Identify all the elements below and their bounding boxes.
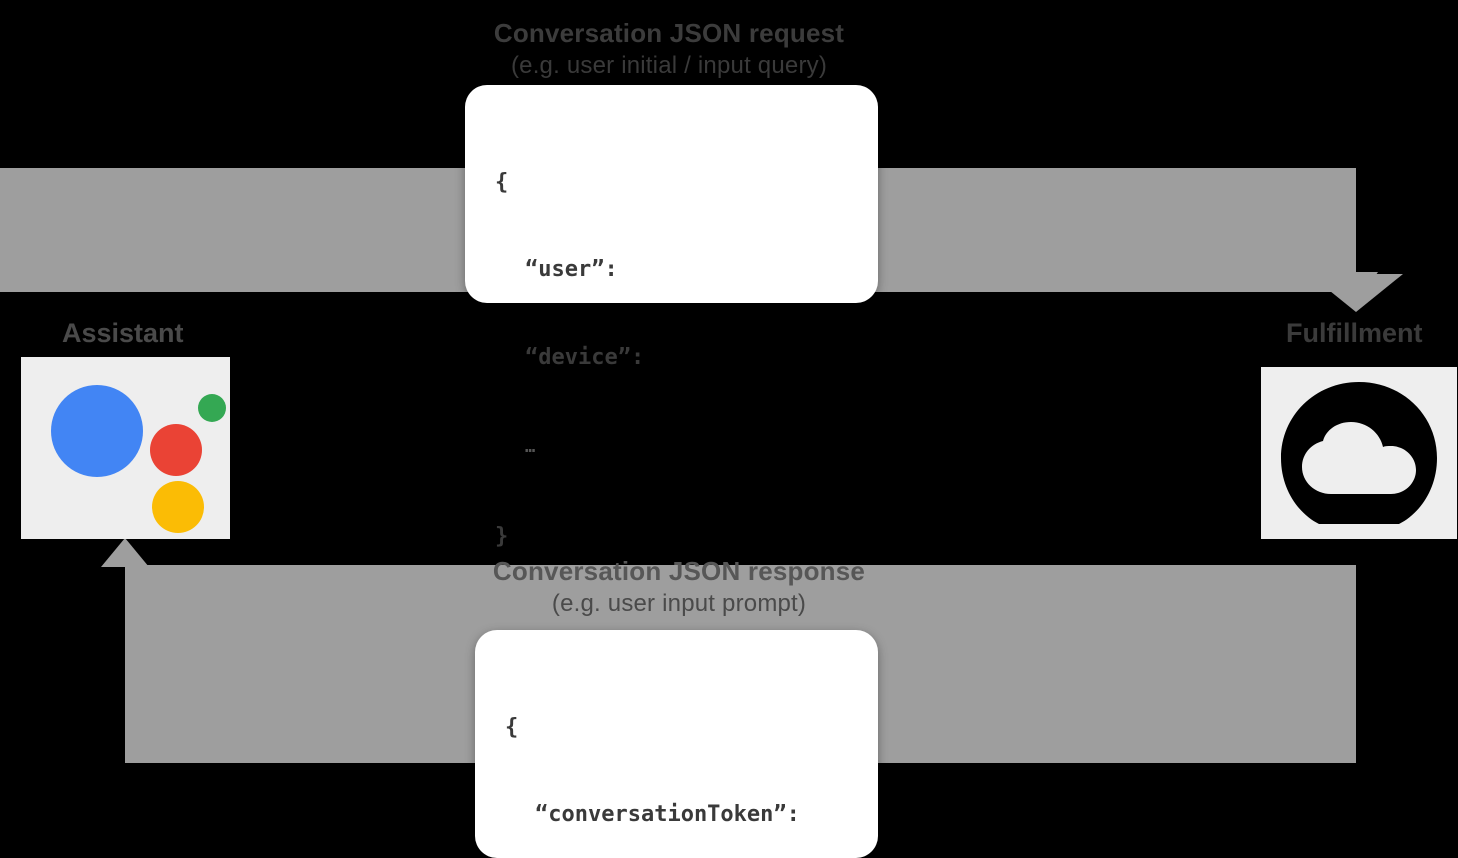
top-flow-label: Conversation JSON request (e.g. user ini… (329, 18, 1009, 80)
json-line: “device”: (525, 345, 645, 370)
fulfillment-node[interactable] (1261, 367, 1457, 539)
cloud-functions-icon (1281, 382, 1437, 524)
assistant-caption: Assistant (62, 318, 184, 348)
assistant-node[interactable] (21, 357, 230, 539)
assistant-dot-green (197, 394, 226, 422)
json-line: { (495, 169, 509, 195)
assistant-dot-blue (50, 385, 143, 477)
assistant-dot-red (149, 424, 202, 476)
json-line: “user”: (525, 257, 618, 283)
top-flow-title: Conversation JSON request (493, 18, 845, 48)
bottom-flow-subtitle: (e.g. user input prompt) (551, 589, 807, 617)
bottom-flow-title: Conversation JSON response (492, 556, 866, 586)
json-line: “conversationToken”: (535, 802, 800, 828)
assistant-dot-yellow (151, 481, 204, 533)
json-line: { (505, 714, 519, 740)
json-line-ellipsis: … (525, 436, 536, 457)
bottom-flow-label: Conversation JSON response (e.g. user in… (339, 556, 1019, 618)
google-assistant-logo-icon (37, 365, 226, 533)
top-flow-subtitle: (e.g. user initial / input query) (510, 51, 828, 79)
json-line: } (495, 523, 509, 549)
fulfillment-caption: Fulfillment (1286, 318, 1423, 348)
response-json-card: { “conversationToken”: “userStorage”: … … (475, 630, 878, 858)
request-json-card: { “user”: “device”: … } (465, 85, 878, 549)
